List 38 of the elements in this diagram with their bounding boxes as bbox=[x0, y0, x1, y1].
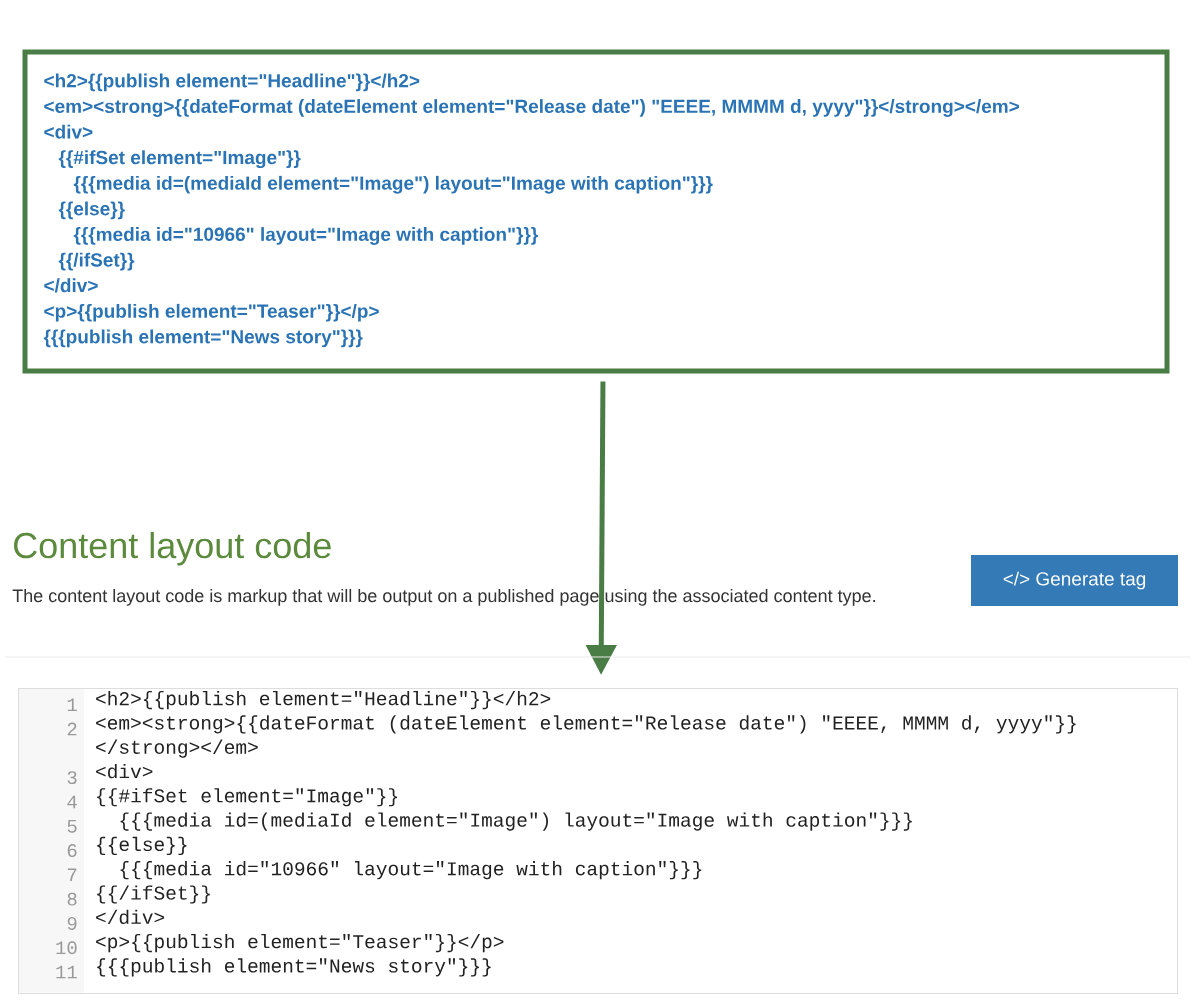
line-number: 5 bbox=[67, 820, 77, 833]
line-number: 10 bbox=[56, 941, 77, 955]
code-line: {{{publish element="News story"}}} bbox=[43, 329, 363, 348]
code-line: {{{publish element="News story"}}} bbox=[97, 958, 491, 977]
code-line: {{{media id="10966" layout="Image with caption"}}} bbox=[120, 861, 702, 880]
code-line: {{else}} bbox=[58, 201, 125, 220]
code-line: <p>{{publish element="Teaser"}}</p> bbox=[44, 303, 379, 322]
code-line: {{#ifSet element="Image"}} bbox=[97, 788, 398, 807]
code-line: {{/ifSet}} bbox=[58, 252, 135, 271]
code-line: {{else}} bbox=[97, 836, 187, 855]
code-line: </div> bbox=[96, 909, 165, 925]
line-number: 7 bbox=[67, 868, 77, 882]
code-line: </div> bbox=[44, 278, 98, 293]
code-line: {{{media id=(mediaId element="Image") layout="Image with caption"}}} bbox=[73, 175, 713, 194]
code-line: <p>{{publish element="Teaser"}}</p> bbox=[96, 934, 504, 953]
code-line: <em><strong>{{dateFormat (dateElement element="Release date") "EEEE, MMMM d, yyyy"}}</strong></em> bbox=[44, 99, 1019, 117]
code-line: <em><strong>{{dateFormat (dateElement element="Release date") "EEEE, MMMM d, yyyy"}} </strong></em> bbox=[96, 715, 1076, 758]
generate-button: </> Generate tag bbox=[971, 555, 1178, 606]
code-line: {{{media id="10966" layout="Image with caption"}}} bbox=[73, 227, 538, 245]
line-number: 2 bbox=[67, 722, 77, 736]
line-number: 4 bbox=[67, 795, 77, 809]
code-line: <h2>{{publish element="Headline"}}</h2> bbox=[96, 691, 551, 710]
code-line: <div> bbox=[44, 124, 93, 139]
code-line: {{{media id=(mediaId element="Image") layout="Image with caption"}}} bbox=[120, 812, 912, 831]
line-number: 9 bbox=[67, 917, 77, 930]
line-number: 6 bbox=[67, 844, 77, 857]
line-number: 3 bbox=[67, 771, 77, 785]
line-number: 1 bbox=[67, 698, 77, 711]
code-line: <h2>{{publish element="Headline"}}</h2> bbox=[44, 73, 420, 92]
heading: Content layout code bbox=[14, 531, 331, 566]
code-line: <div> bbox=[96, 763, 153, 779]
description-text: The content layout code is markup that will be output on a published page using the associated content type. bbox=[12, 588, 875, 606]
line-number: 11 bbox=[56, 965, 77, 979]
code-line: {{/ifSet}} bbox=[97, 885, 210, 904]
line-number: 8 bbox=[67, 892, 77, 906]
code-box bbox=[22, 49, 1170, 374]
code-line: {{#ifSet element="Image"}} bbox=[58, 150, 301, 169]
code-editor bbox=[18, 688, 1178, 994]
